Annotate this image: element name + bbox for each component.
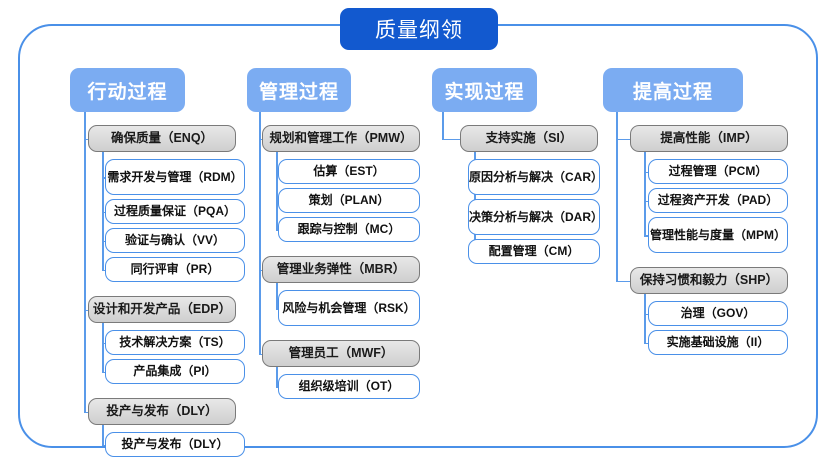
leaf-box-同行评审pr[interactable]: 同行评审（PR） — [105, 257, 245, 282]
connector-to-治理gov — [644, 313, 648, 316]
connector-spine-规划和管理工作pmw — [276, 152, 278, 230]
leaf-box-产品集成pi[interactable]: 产品集成（PI） — [105, 359, 245, 384]
connector-head-to-保持习惯和毅力shp — [616, 280, 630, 283]
connector-column-spine-行动过程 — [84, 112, 86, 412]
leaf-box-投产与发布dly[interactable]: 投产与发布（DLY） — [105, 432, 245, 457]
connector-column-spine-管理过程 — [259, 112, 261, 354]
leaf-box-技术解决方案ts[interactable]: 技术解决方案（TS） — [105, 330, 245, 355]
leaf-box-治理gov[interactable]: 治理（GOV） — [648, 301, 788, 326]
leaf-box-决策分析与解决dar[interactable]: 决策分析与解决（DAR） — [468, 199, 603, 235]
group-box-设计和开发产品edp[interactable]: 设计和开发产品（EDP） — [88, 296, 236, 323]
group-box-保持习惯和毅力shp[interactable]: 保持习惯和毅力（SHP） — [630, 267, 788, 294]
connector-to-管理性能与度量mpm — [644, 235, 648, 237]
connector-head-to-设计和开发产品edp — [84, 309, 88, 312]
connector-to-过程资产开发pad — [644, 200, 648, 203]
group-box-投产与发布dly[interactable]: 投产与发布（DLY） — [88, 398, 236, 425]
group-box-支持实施si[interactable]: 支持实施（SI） — [460, 125, 598, 152]
column-header-实现过程[interactable]: 实现过程 — [432, 68, 537, 112]
leaf-box-策划plan[interactable]: 策划（PLAN） — [278, 188, 420, 213]
connector-spine-投产与发布dly — [102, 425, 104, 445]
connector-to-投产与发布dly — [102, 444, 105, 447]
connector-column-spine-提高过程 — [616, 112, 618, 281]
connector-head-to-提高性能imp — [616, 138, 630, 141]
leaf-box-验证与确认vv[interactable]: 验证与确认（VV） — [105, 228, 245, 253]
leaf-box-过程质量保证pqa[interactable]: 过程质量保证（PQA） — [105, 199, 245, 224]
leaf-box-跟踪与控制mc[interactable]: 跟踪与控制（MC） — [278, 217, 420, 242]
connector-spine-确保质量enq — [102, 152, 104, 270]
group-box-管理业务弹性mbr[interactable]: 管理业务弹性（MBR） — [262, 256, 420, 283]
group-box-管理员工mwf[interactable]: 管理员工（MWF） — [262, 340, 420, 367]
connector-spine-设计和开发产品edp — [102, 323, 104, 372]
column-header-提高过程[interactable]: 提高过程 — [603, 68, 743, 112]
connector-spine-管理员工mwf — [276, 367, 278, 387]
leaf-box-管理性能与度量mpm[interactable]: 管理性能与度量（MPM） — [648, 217, 788, 253]
connector-spine-提高性能imp — [644, 152, 646, 235]
connector-head-to-管理员工mwf — [259, 353, 262, 356]
leaf-box-过程管理pcm[interactable]: 过程管理（PCM） — [648, 159, 788, 184]
leaf-box-组织级培训ot[interactable]: 组织级培训（OT） — [278, 374, 420, 399]
group-box-确保质量enq[interactable]: 确保质量（ENQ） — [88, 125, 236, 152]
connector-to-过程管理pcm — [644, 171, 648, 174]
group-box-提高性能imp[interactable]: 提高性能（IMP） — [630, 125, 788, 152]
connector-to-跟踪与控制mc — [276, 229, 278, 232]
column-header-管理过程[interactable]: 管理过程 — [247, 68, 351, 112]
column-header-行动过程[interactable]: 行动过程 — [70, 68, 185, 112]
root-node-quality-program[interactable]: 质量纲领 — [340, 8, 498, 50]
connector-to-风险与机会管理rsk — [276, 308, 278, 310]
connector-to-组织级培训ot — [276, 386, 278, 389]
leaf-box-过程资产开发pad[interactable]: 过程资产开发（PAD） — [648, 188, 788, 213]
connector-head-to-投产与发布dly — [84, 411, 88, 414]
connector-spine-管理业务弹性mbr — [276, 283, 278, 308]
connector-to-产品集成pi — [102, 371, 105, 374]
leaf-box-风险与机会管理rsk[interactable]: 风险与机会管理（RSK） — [278, 290, 420, 326]
connector-head-to-确保质量enq — [84, 138, 88, 141]
leaf-box-需求开发与管理rdm[interactable]: 需求开发与管理（RDM） — [105, 159, 245, 195]
connector-column-spine-实现过程 — [442, 112, 444, 139]
connector-head-to-支持实施si — [442, 138, 460, 141]
connector-to-实施基础设施ii — [644, 342, 648, 345]
leaf-box-原因分析与解决car[interactable]: 原因分析与解决（CAR） — [468, 159, 603, 195]
leaf-box-配置管理cm[interactable]: 配置管理（CM） — [468, 239, 600, 264]
leaf-box-实施基础设施ii[interactable]: 实施基础设施（II） — [648, 330, 788, 355]
group-box-规划和管理工作pmw[interactable]: 规划和管理工作（PMW） — [262, 125, 420, 152]
connector-to-同行评审pr — [102, 269, 105, 272]
connector-spine-保持习惯和毅力shp — [644, 294, 646, 343]
leaf-box-估算est[interactable]: 估算（EST） — [278, 159, 420, 184]
